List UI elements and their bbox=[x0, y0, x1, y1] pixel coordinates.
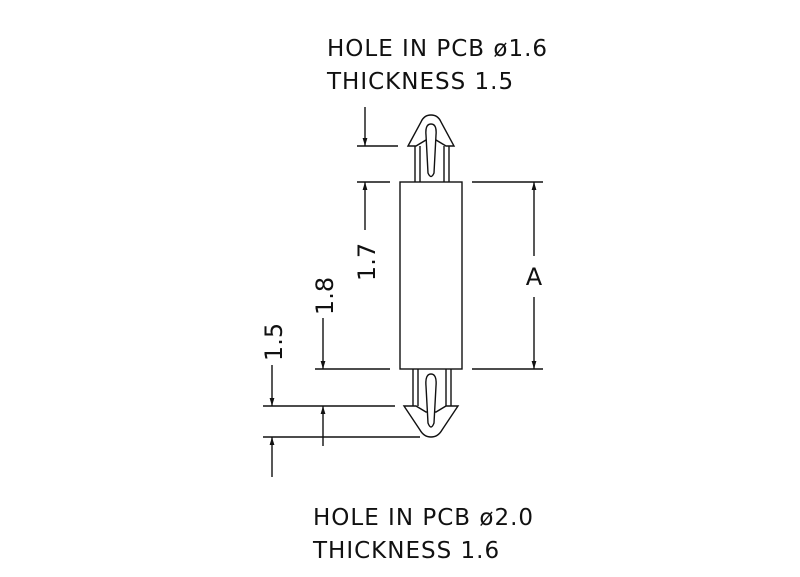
top-thickness-note: THICKNESS 1.5 bbox=[326, 69, 514, 95]
dim-label-a: A bbox=[526, 263, 543, 291]
dim-label-1-8: 1.8 bbox=[311, 277, 339, 315]
spacer-part bbox=[399, 114, 463, 438]
dimension-body-length: A bbox=[526, 182, 543, 369]
top-snap-pin bbox=[406, 114, 456, 182]
bottom-snap-pin bbox=[402, 369, 460, 438]
dimension-bottom-pin: 1.8 bbox=[311, 277, 339, 446]
bottom-hole-note: HOLE IN PCB ø2.0 bbox=[313, 505, 534, 531]
spacer-body bbox=[399, 181, 463, 370]
dim-label-1-5: 1.5 bbox=[260, 323, 288, 361]
dimension-top-pin: 1.7 bbox=[353, 107, 381, 281]
dim-label-1-7: 1.7 bbox=[353, 243, 381, 281]
dimension-bottom-barb: 1.5 bbox=[260, 323, 288, 477]
bottom-thickness-note: THICKNESS 1.6 bbox=[312, 538, 500, 564]
extension-lines bbox=[263, 145, 543, 438]
top-hole-note: HOLE IN PCB ø1.6 bbox=[327, 36, 548, 62]
